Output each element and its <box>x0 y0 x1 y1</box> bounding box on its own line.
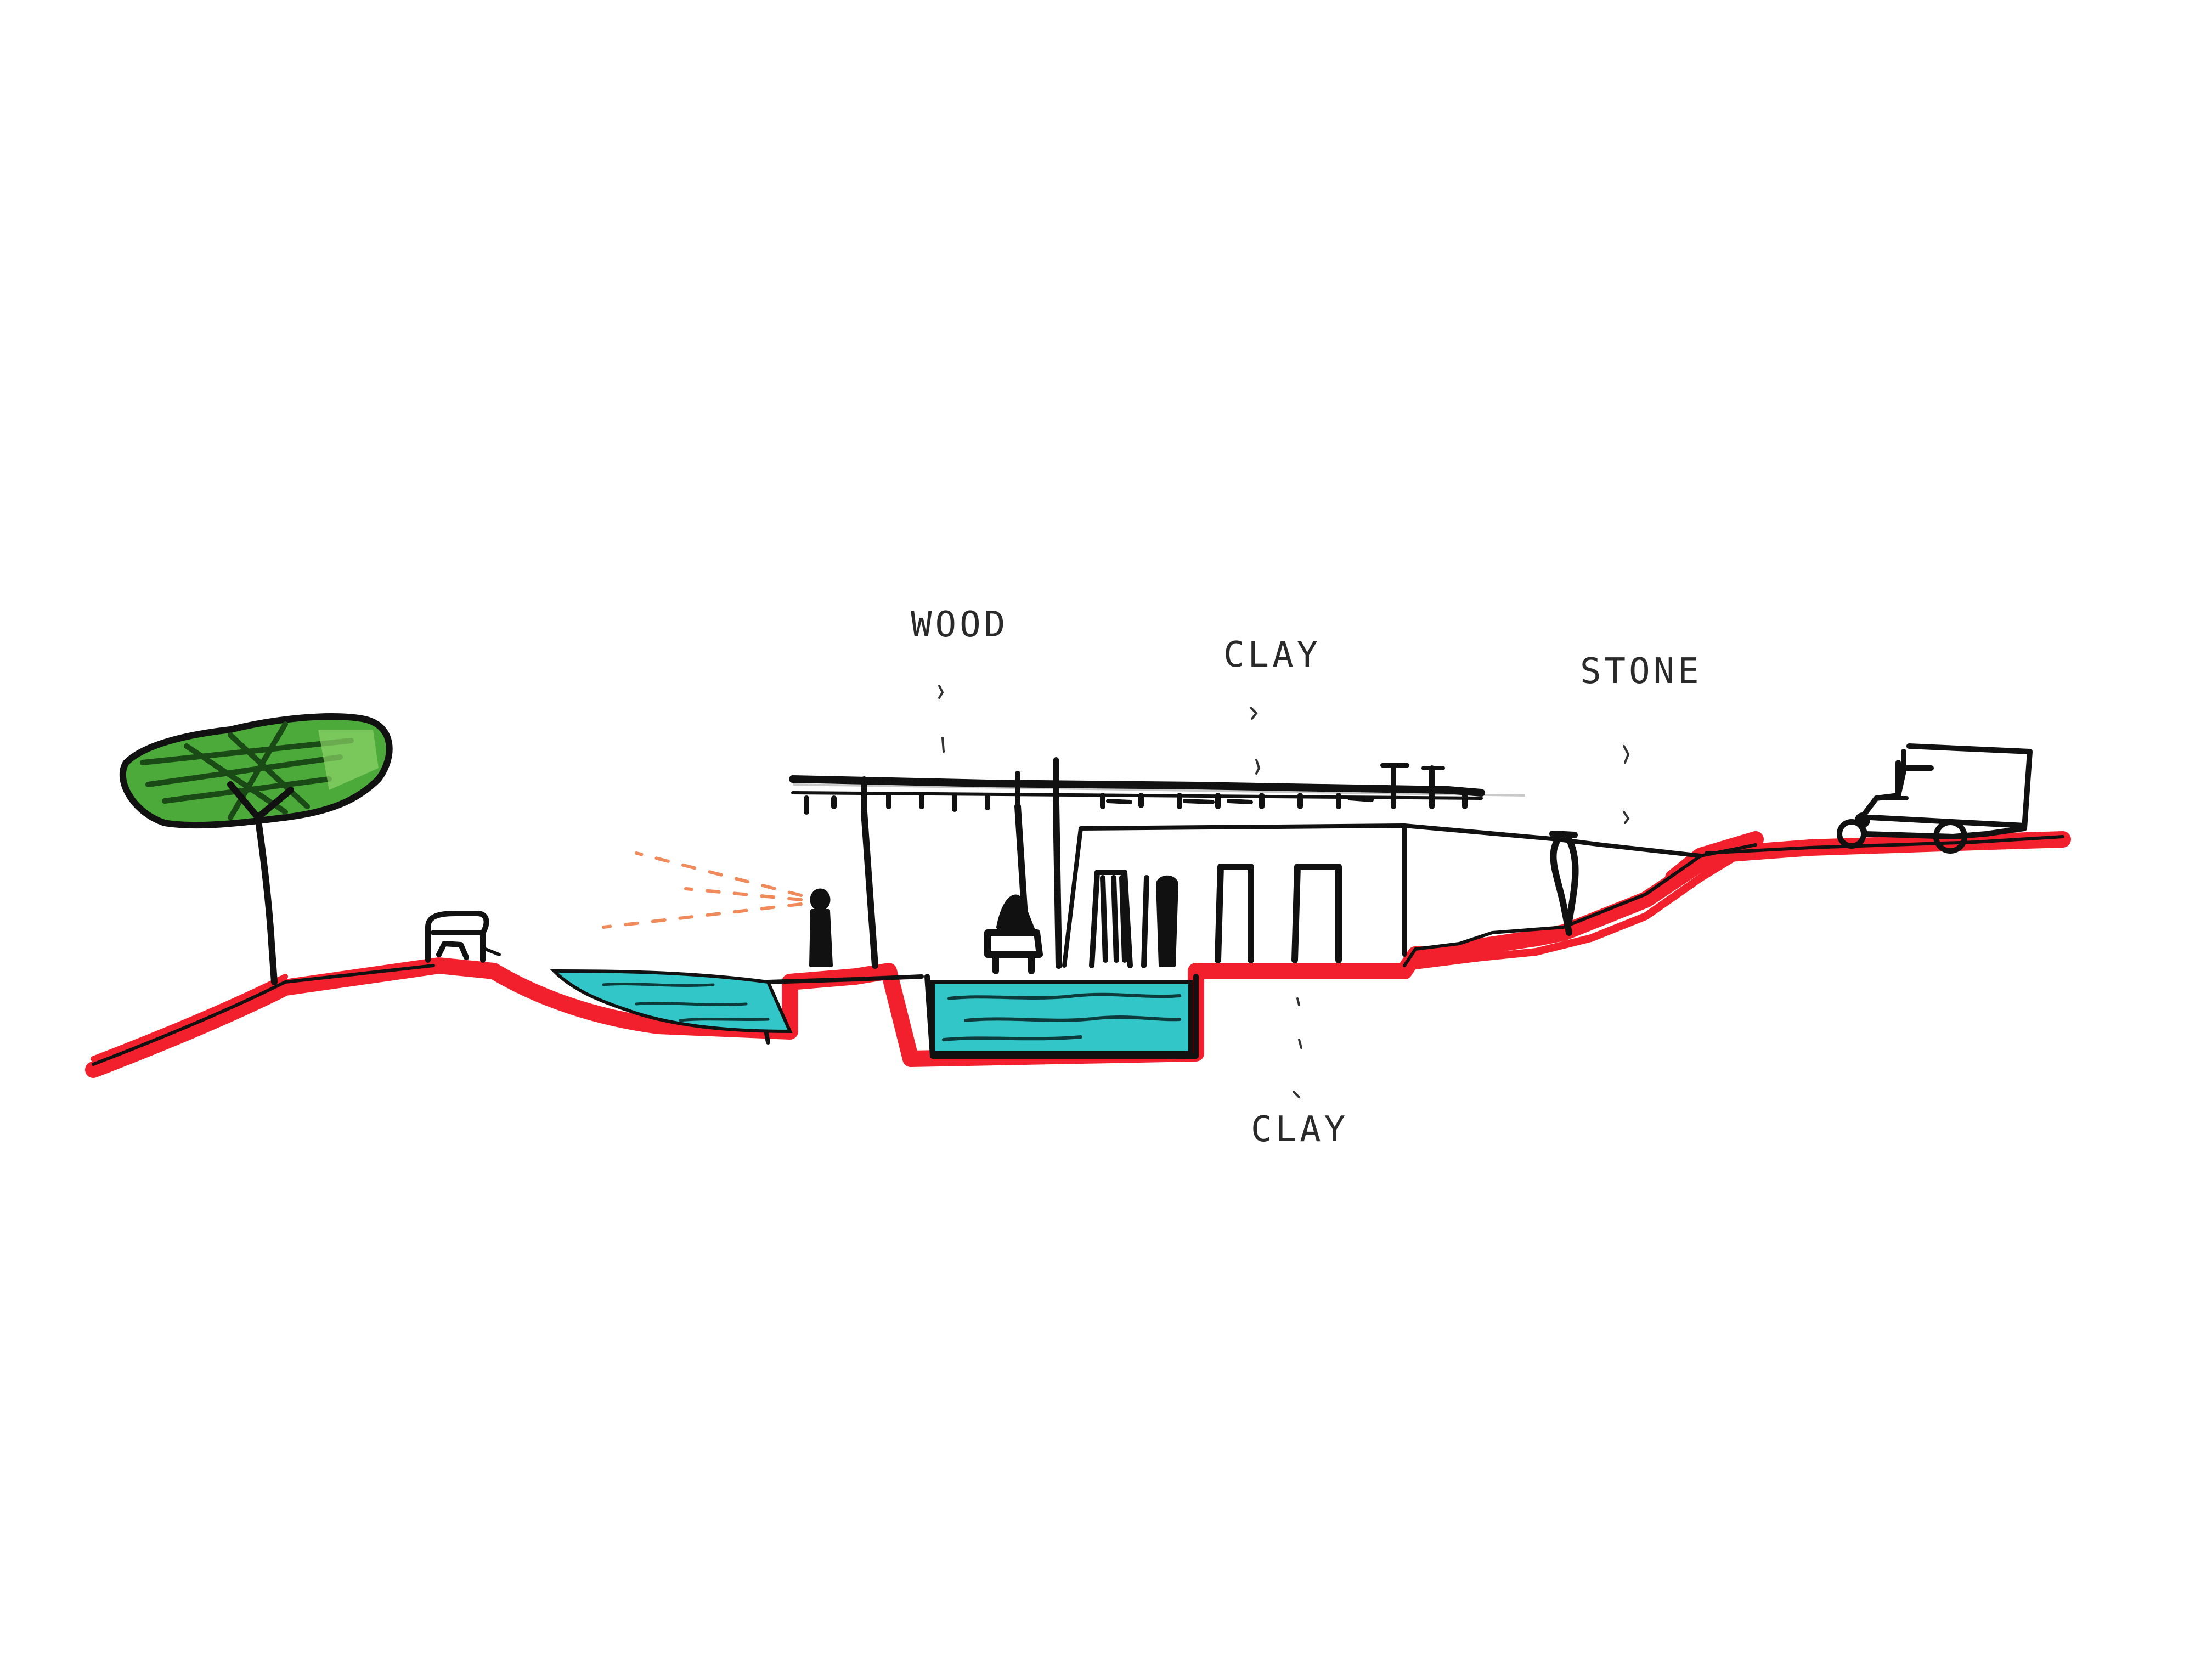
tree-icon <box>119 713 393 985</box>
bench-icon <box>425 911 501 963</box>
roof-rafters <box>804 757 1468 817</box>
label-stone: STONE <box>1580 651 1702 692</box>
annotation-ticks <box>938 685 1630 1098</box>
pool-under-building <box>924 974 1199 1059</box>
label-clay-below: CLAY <box>1251 1109 1348 1150</box>
left-pond <box>550 969 793 1034</box>
interior-openings <box>1089 864 1342 968</box>
fireplace <box>984 894 1043 974</box>
person-icon <box>809 888 833 967</box>
truck-icon <box>1837 743 2033 854</box>
light-rays <box>602 851 803 929</box>
label-wood: WOOD <box>911 605 1008 645</box>
label-clay-roof: CLAY <box>1223 635 1321 675</box>
building <box>789 757 1703 974</box>
